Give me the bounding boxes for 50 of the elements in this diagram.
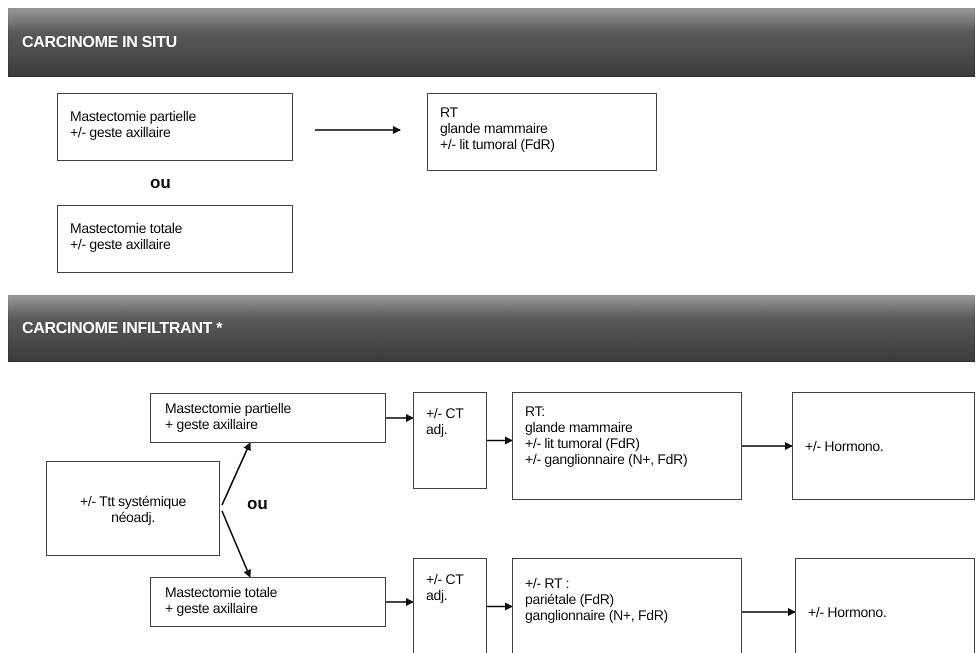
process-box bbox=[57, 93, 293, 161]
box-text: glande mammaire bbox=[440, 120, 548, 136]
arrow bbox=[742, 442, 793, 450]
section-banner bbox=[8, 295, 975, 362]
box-text: + geste axillaire bbox=[165, 600, 258, 616]
box-text: ganglionnaire (N+, FdR) bbox=[525, 607, 668, 623]
process-box bbox=[150, 393, 386, 443]
process-box bbox=[795, 558, 975, 653]
box-text: +/- lit tumoral (FdR) bbox=[525, 435, 640, 451]
arrow bbox=[487, 602, 513, 610]
process-box bbox=[150, 577, 386, 627]
or-label: ou bbox=[150, 173, 171, 193]
banner-heading: CARCINOME IN SITU bbox=[22, 34, 177, 52]
arrow bbox=[386, 414, 414, 422]
arrow bbox=[221, 442, 251, 506]
box-text: Mastectomie partielle bbox=[70, 108, 196, 124]
box-text: Mastectomie totale bbox=[70, 220, 182, 236]
process-box bbox=[512, 558, 742, 653]
box-text: pariétale (FdR) bbox=[525, 591, 614, 607]
box-text: +/- geste axillaire bbox=[70, 236, 171, 252]
box-text: +/- RT : bbox=[525, 575, 570, 591]
process-box bbox=[413, 558, 487, 653]
box-text: Mastectomie partielle bbox=[165, 400, 291, 416]
arrow bbox=[221, 510, 251, 578]
arrow bbox=[487, 436, 513, 444]
box-text: +/- CT adj. bbox=[426, 571, 464, 603]
process-box bbox=[512, 392, 742, 500]
box-text: +/- geste axillaire bbox=[70, 124, 171, 140]
box-text: glande mammaire bbox=[525, 419, 633, 435]
process-box bbox=[792, 392, 975, 500]
process-box bbox=[46, 461, 220, 556]
box-text: +/- CT adj. bbox=[426, 405, 464, 437]
section-banner bbox=[8, 8, 975, 77]
process-box bbox=[427, 93, 657, 171]
or-label: ou bbox=[247, 494, 268, 514]
box-text: +/- lit tumoral (FdR) bbox=[440, 136, 555, 152]
box-text: +/- Ttt systémique néoadj. bbox=[79, 492, 187, 524]
box-text: +/- ganglionnaire (N+, FdR) bbox=[525, 451, 688, 467]
arrow bbox=[742, 608, 796, 616]
box-text: +/- Hormono. bbox=[808, 604, 886, 620]
box-text: + geste axillaire bbox=[165, 416, 258, 432]
banner-heading: CARCINOME INFILTRANT * bbox=[22, 320, 222, 338]
process-box bbox=[413, 392, 487, 489]
box-text: RT: bbox=[525, 403, 545, 419]
box-text: +/- Hormono. bbox=[805, 438, 884, 454]
arrow bbox=[315, 126, 401, 134]
box-text: RT bbox=[440, 104, 458, 120]
box-text: Mastectomie totale bbox=[165, 584, 278, 600]
arrow bbox=[386, 598, 414, 606]
process-box bbox=[57, 205, 293, 273]
